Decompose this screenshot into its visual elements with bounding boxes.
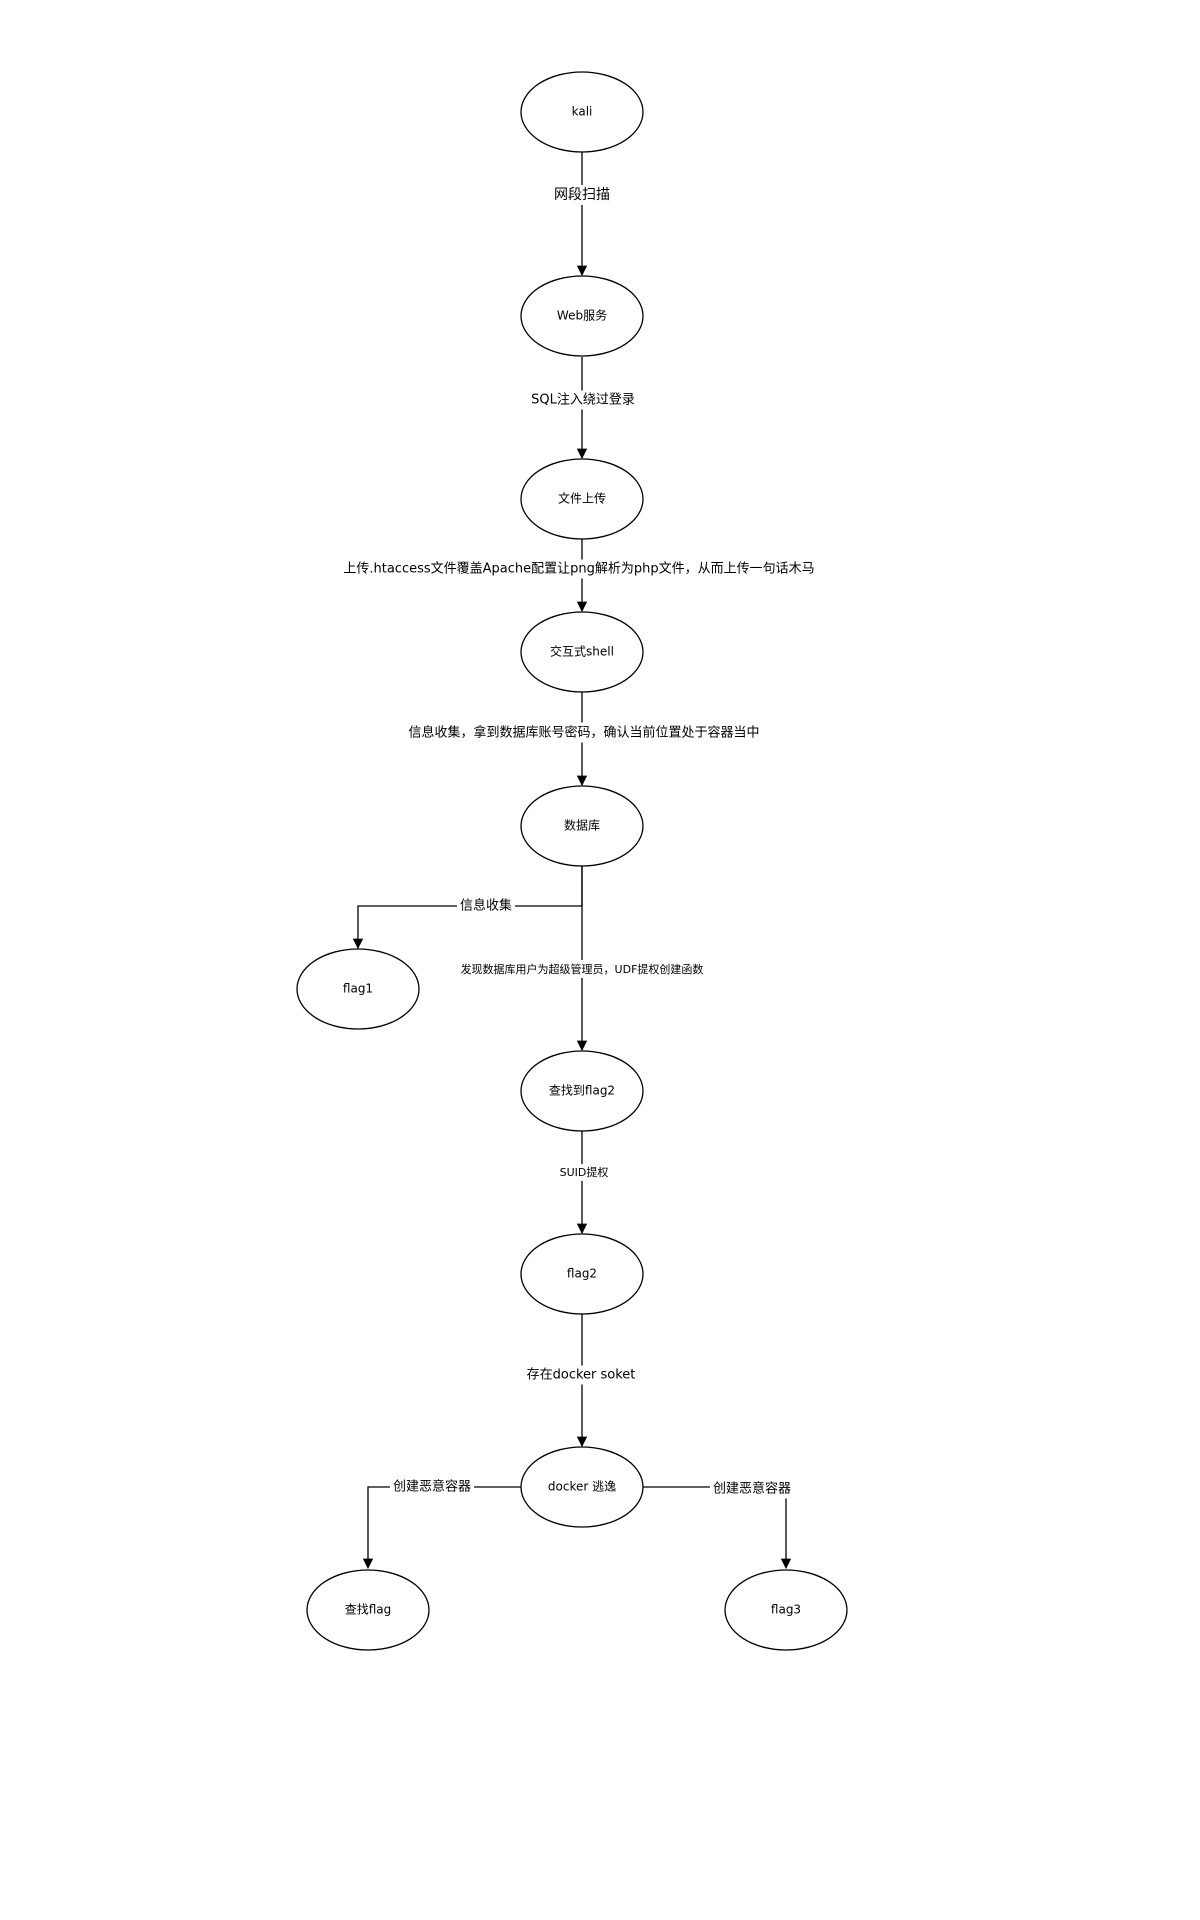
label-socket: 存在docker soket [523,1365,639,1385]
node-flag3-label: flag3 [771,1603,801,1617]
node-web-service[interactable]: Web服务 [520,275,644,357]
node-find-flag2-label: 查找到flag2 [549,1084,615,1098]
node-file-upload-label: 文件上传 [558,491,606,506]
label-info2: 信息收集 [456,895,516,916]
nodes: kali Web服务 文件上传 交互式shell 数据库 flag1 查找到fl… [296,71,848,1651]
label-malicious-right-text: 创建恶意容器 [713,1481,791,1497]
label-udf: 发现数据库用户为超级管理员，UDF提权创建函数 [457,960,707,978]
node-find-flag2[interactable]: 查找到flag2 [520,1050,644,1132]
label-malicious-left-text: 创建恶意容器 [393,1479,471,1495]
node-flag2-label: flag2 [567,1267,597,1281]
label-udf-text: 发现数据库用户为超级管理员，UDF提权创建函数 [461,962,704,976]
label-suid: SUID提权 [556,1164,612,1181]
node-find-flag[interactable]: 查找flag [306,1569,430,1651]
node-kali[interactable]: kali [520,71,644,153]
label-info2-text: 信息收集 [460,898,512,914]
node-file-upload[interactable]: 文件上传 [520,458,644,540]
label-scan: 网段扫描 [551,185,613,205]
node-interactive-shell[interactable]: 交互式shell [520,611,644,693]
node-flag2[interactable]: flag2 [520,1233,644,1315]
label-scan-text: 网段扫描 [554,187,610,203]
node-database-label: 数据库 [564,818,600,833]
label-sqli: SQL注入绕过登录 [528,390,638,410]
label-htaccess: 上传.htaccess文件覆盖Apache配置让png解析为php文件，从而上传… [340,559,818,579]
node-interactive-shell-label: 交互式shell [550,644,614,659]
edge-docker-to-findflag [362,1486,521,1570]
node-find-flag-label: 查找flag [345,1603,392,1617]
node-docker-escape-label: docker 逃逸 [548,1480,616,1494]
node-docker-escape[interactable]: docker 逃逸 [520,1446,644,1528]
node-flag1[interactable]: flag1 [296,948,420,1030]
node-flag1-label: flag1 [343,982,373,996]
label-htaccess-text: 上传.htaccess文件覆盖Apache配置让png解析为php文件，从而上传… [343,562,814,577]
label-suid-text: SUID提权 [560,1166,609,1179]
edge-labels: 网段扫描 SQL注入绕过登录 上传.htaccess文件覆盖Apache配置让p… [340,185,818,1499]
label-sqli-text: SQL注入绕过登录 [531,393,635,408]
node-flag3[interactable]: flag3 [724,1569,848,1651]
label-socket-text: 存在docker soket [527,1368,636,1383]
node-kali-label: kali [572,105,593,119]
node-web-service-label: Web服务 [557,308,607,323]
label-malicious-left: 创建恶意容器 [389,1476,475,1497]
edge-docker-to-flag3 [643,1486,792,1570]
node-database[interactable]: 数据库 [520,785,644,867]
label-malicious-right: 创建恶意容器 [709,1478,795,1499]
label-info: 信息收集，拿到数据库账号密码，确认当前位置处于容器当中 [405,722,763,743]
label-info-text: 信息收集，拿到数据库账号密码，确认当前位置处于容器当中 [408,725,759,741]
